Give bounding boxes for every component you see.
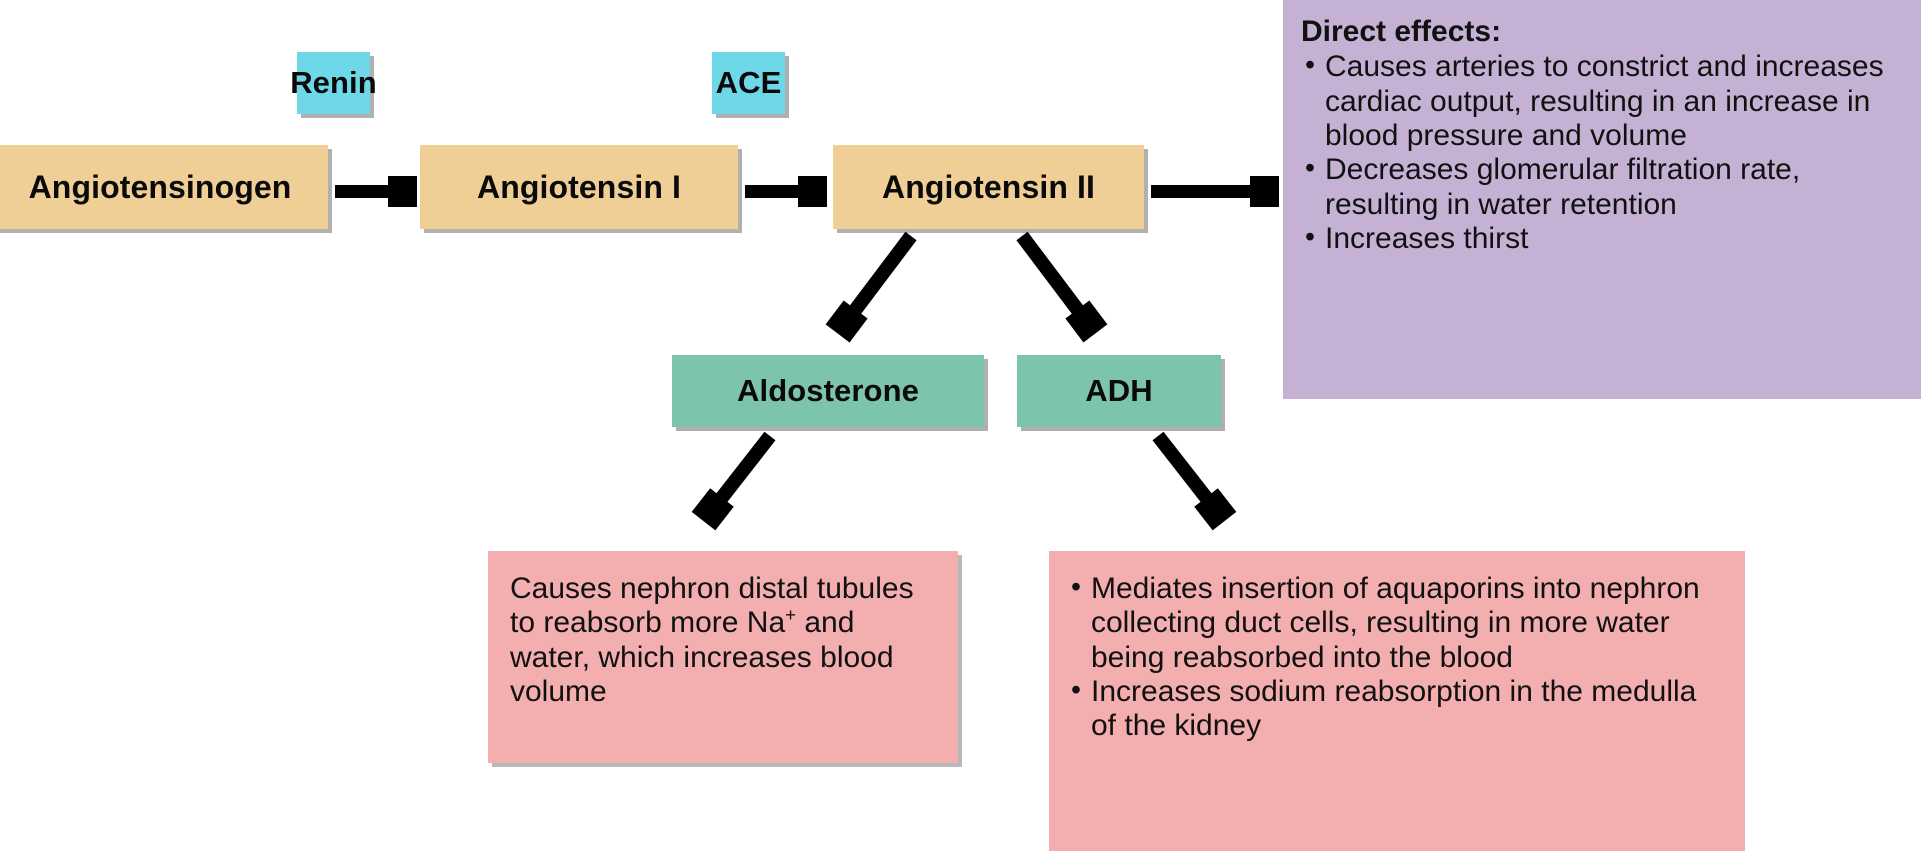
node-angiotensin-2-label: Angiotensin II <box>882 168 1095 205</box>
node-ace[interactable]: ACE <box>712 52 785 114</box>
node-renin-label: Renin <box>290 65 377 101</box>
panel-direct-effects-title: Direct effects: <box>1301 15 1502 48</box>
list-item: Increases thirst <box>1301 221 1901 256</box>
arrow-shaft <box>1016 231 1088 321</box>
node-aldosterone-label: Aldosterone <box>737 373 919 409</box>
arrow-shaft <box>335 185 395 198</box>
list-item: Causes arteries to constrict and increas… <box>1301 49 1901 153</box>
node-angiotensin-2[interactable]: Angiotensin II <box>833 145 1144 229</box>
panel-direct-effects: Direct effects: Causes arteries to const… <box>1283 0 1921 399</box>
node-ace-label: ACE <box>715 65 782 101</box>
arrow-head <box>388 176 417 207</box>
aldosterone-effect-text-part1: Causes nephron distal tubules to reabsor… <box>510 572 914 640</box>
arrow-head <box>798 176 827 207</box>
node-renin[interactable]: Renin <box>290 52 377 114</box>
arrow-shaft <box>845 231 917 321</box>
panel-aldosterone-effects: Causes nephron distal tubules to reabsor… <box>488 551 958 763</box>
list-item: Mediates insertion of aquaporins into ne… <box>1067 571 1729 675</box>
sodium-charge-superscript: + <box>785 604 796 626</box>
node-angiotensinogen[interactable]: Angiotensinogen <box>0 145 328 229</box>
node-angiotensin-1-label: Angiotensin I <box>477 168 681 205</box>
node-adh-label: ADH <box>1085 373 1153 409</box>
aldosterone-effect-text-part2: and water, which increases blood volume <box>510 606 894 709</box>
node-aldosterone[interactable]: Aldosterone <box>672 355 984 427</box>
node-angiotensinogen-label: Angiotensinogen <box>28 168 292 205</box>
node-adh[interactable]: ADH <box>1017 355 1221 427</box>
panel-adh-effects: Mediates insertion of aquaporins into ne… <box>1049 551 1745 851</box>
node-angiotensin-1[interactable]: Angiotensin I <box>420 145 738 229</box>
arrow-head <box>1250 176 1279 207</box>
aldosterone-effect-text: Causes nephron distal tubules to reabsor… <box>510 572 940 709</box>
adh-effects-list: Mediates insertion of aquaporins into ne… <box>1067 571 1729 744</box>
list-item: Decreases glomerular filtration rate, re… <box>1301 152 1901 222</box>
direct-effects-list: Causes arteries to constrict and increas… <box>1301 49 1901 256</box>
arrow-shaft <box>1151 185 1259 198</box>
list-item: Increases sodium reabsorption in the med… <box>1067 674 1729 744</box>
arrow-shaft <box>745 185 805 198</box>
